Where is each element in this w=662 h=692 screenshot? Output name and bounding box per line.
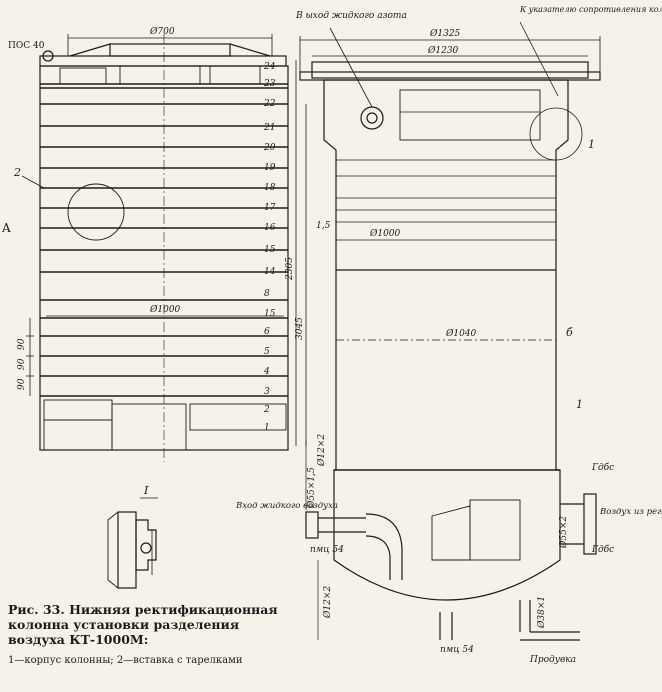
callout-A: A xyxy=(1,221,11,235)
spacing-90-a: 90 xyxy=(17,338,27,350)
label-gdbs-bottom: Гдбс xyxy=(591,544,614,555)
dim-38x1: Ø38×1 xyxy=(536,596,547,629)
tray-number: 6 xyxy=(264,327,270,337)
dim-1-5: 1,5 xyxy=(316,221,331,231)
label-pmts-54-left: пмц 54 xyxy=(310,545,344,555)
callout-2: 2 xyxy=(13,166,21,179)
label-purge: Продувка xyxy=(529,655,576,665)
dim-1230: Ø1230 xyxy=(427,45,459,56)
spacing-90-b: 90 xyxy=(17,358,27,370)
figure-caption: Рис. 33. Нижняя ректификационная колонна… xyxy=(8,602,278,647)
tray-number: 18 xyxy=(264,183,276,193)
dim-3045: 3045 xyxy=(295,317,305,340)
callout-1-body: 1 xyxy=(576,398,583,411)
tray-number: 8 xyxy=(264,289,270,299)
tray-number: 19 xyxy=(264,163,276,173)
figure-legend: 1—корпус колонны; 2—вставка с тарелками xyxy=(8,655,243,666)
dim-2305: 2305 xyxy=(285,257,295,281)
label-nitrogen-out: В ыход жидкого азота xyxy=(295,11,407,21)
tray-number: 14 xyxy=(264,267,276,277)
tray-number: 21 xyxy=(263,123,275,133)
tray-number: 4 xyxy=(263,367,270,377)
right-column-view xyxy=(299,21,601,641)
tray-number: 16 xyxy=(264,223,276,233)
label-gdbs-top: Гдбс xyxy=(591,462,614,473)
tray-number: 17 xyxy=(264,203,276,213)
label-pmts-54-bottom: пмц 54 xyxy=(440,645,474,655)
callout-6: б xyxy=(566,326,573,339)
label-pos40: ПОС 40 xyxy=(8,41,45,51)
dim-1000-right: Ø1000 xyxy=(369,228,401,239)
tray-number: 2 xyxy=(263,405,270,415)
callout-1-top: 1 xyxy=(588,138,595,151)
dim-12x2-b: Ø12×2 xyxy=(322,586,333,619)
tray-number: 24 xyxy=(263,62,276,72)
tray-number: 15 xyxy=(264,309,276,319)
dim-1040: Ø1040 xyxy=(445,328,477,339)
dim-55x1-5: Ø55×1,5 xyxy=(306,467,317,509)
label-inlet-liquid-air: Вход жидкого воздуха xyxy=(235,501,338,511)
tray-number: 23 xyxy=(263,79,276,89)
tray-number: 22 xyxy=(263,99,276,109)
detail-title: I xyxy=(143,484,149,497)
tray-number: 20 xyxy=(263,143,276,153)
dim-55x2: Ø55×2 xyxy=(558,516,569,549)
dim-700: Ø700 xyxy=(149,26,175,37)
dim-12x2-a: Ø12×2 xyxy=(316,434,327,467)
spacing-90-c: 90 xyxy=(17,378,27,390)
label-indicator: К указателю сопротивления колонны xyxy=(519,5,662,14)
dim-1000-left: Ø1000 xyxy=(149,304,181,315)
detail-I xyxy=(107,497,158,589)
tray-number: 1 xyxy=(264,423,270,433)
dim-1325: Ø1325 xyxy=(429,28,461,39)
tray-number: 15 xyxy=(264,245,276,255)
tray-number: 3 xyxy=(264,387,270,397)
tray-number: 5 xyxy=(264,347,270,357)
left-column-view xyxy=(21,34,307,462)
label-air-from-regen: Воздух из регенера тора xyxy=(599,507,662,517)
